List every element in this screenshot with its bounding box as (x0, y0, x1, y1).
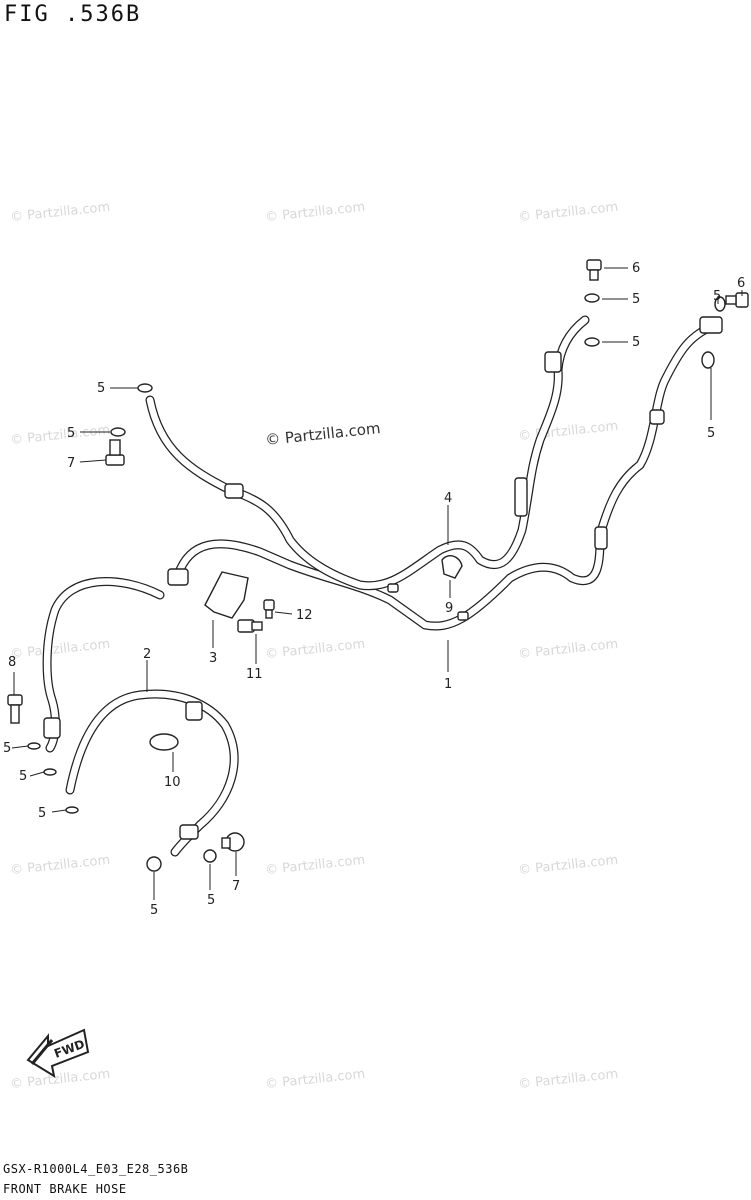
hose-1 (173, 320, 720, 631)
bolt-6-right (725, 292, 749, 308)
callout-11: 11 (246, 667, 263, 682)
callout-5: 5 (3, 741, 11, 756)
callout-12: 12 (296, 608, 313, 623)
callout-6: 6 (632, 261, 640, 276)
callout-5: 5 (713, 289, 721, 304)
hose-4 (145, 315, 590, 591)
hose-lower-left (42, 577, 165, 753)
bolt-7-lower (221, 832, 245, 852)
footer-name: FRONT BRAKE HOSE (3, 1182, 127, 1196)
callout-1: 1 (444, 677, 452, 692)
callout-5: 5 (632, 335, 640, 350)
callout-8: 8 (8, 655, 16, 670)
callout-5: 5 (38, 806, 46, 821)
callout-3: 3 (209, 651, 217, 666)
clamp-10 (149, 733, 179, 751)
callout-5: 5 (707, 426, 715, 441)
callout-5: 5 (19, 769, 27, 784)
bolt-11 (237, 619, 263, 633)
callout-6: 6 (737, 276, 745, 291)
bolt-12 (263, 599, 275, 619)
callout-5: 5 (67, 426, 75, 441)
callout-2: 2 (143, 647, 151, 662)
bolt-8 (7, 694, 23, 724)
hose-fittings (43, 316, 723, 840)
clamp-9 (441, 555, 463, 579)
callout-numbers: 1 2 3 4 5 5 5 5 5 5 5 5 5 5 5 6 6 7 7 8 … (3, 261, 745, 918)
callout-5: 5 (150, 903, 158, 918)
hose-2 (65, 689, 239, 857)
bolt-6-top (586, 259, 602, 281)
washers-5 (27, 293, 726, 872)
figure-title: FIG .536B (4, 2, 142, 27)
callout-7: 7 (67, 456, 75, 471)
callout-7: 7 (232, 879, 240, 894)
fwd-arrow: FWD (26, 1028, 90, 1079)
leader-lines (11, 267, 743, 900)
callout-4: 4 (444, 491, 452, 506)
footer-code: GSX-R1000L4_E03_E28_536B (3, 1162, 189, 1176)
callout-5: 5 (207, 893, 215, 908)
bolt-7-left (105, 439, 125, 466)
callout-5: 5 (97, 381, 105, 396)
bracket-3 (204, 571, 249, 619)
callout-10: 10 (164, 775, 181, 790)
callout-5: 5 (632, 292, 640, 307)
callout-9: 9 (445, 601, 453, 616)
